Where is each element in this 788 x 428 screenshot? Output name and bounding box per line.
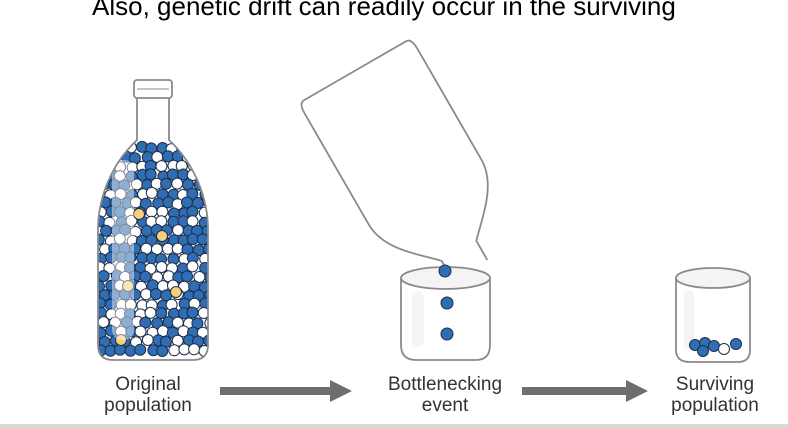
surviving-beads <box>689 337 742 357</box>
original-population-bottle <box>97 79 209 361</box>
arrow-2 <box>522 380 648 402</box>
label-surviving-population: Surviving population <box>655 374 775 416</box>
original-population-beads <box>98 140 208 357</box>
label-line: Surviving <box>675 374 755 395</box>
bottleneck-cup <box>400 264 491 361</box>
label-line: event <box>421 395 469 416</box>
label-bottlenecking-event: Bottlenecking event <box>360 374 530 416</box>
arrow-1 <box>220 380 352 402</box>
label-line: Original <box>115 374 181 395</box>
label-line: population <box>104 395 192 416</box>
slide-headline: Also, genetic drift can readily occur in… <box>92 0 676 21</box>
tilted-bottle <box>300 39 489 281</box>
bottom-rule <box>0 424 788 428</box>
label-original-population: Original population <box>88 374 208 416</box>
surviving-population-cup <box>675 267 751 363</box>
label-line: population <box>671 395 759 416</box>
label-line: Bottlenecking <box>387 374 503 395</box>
